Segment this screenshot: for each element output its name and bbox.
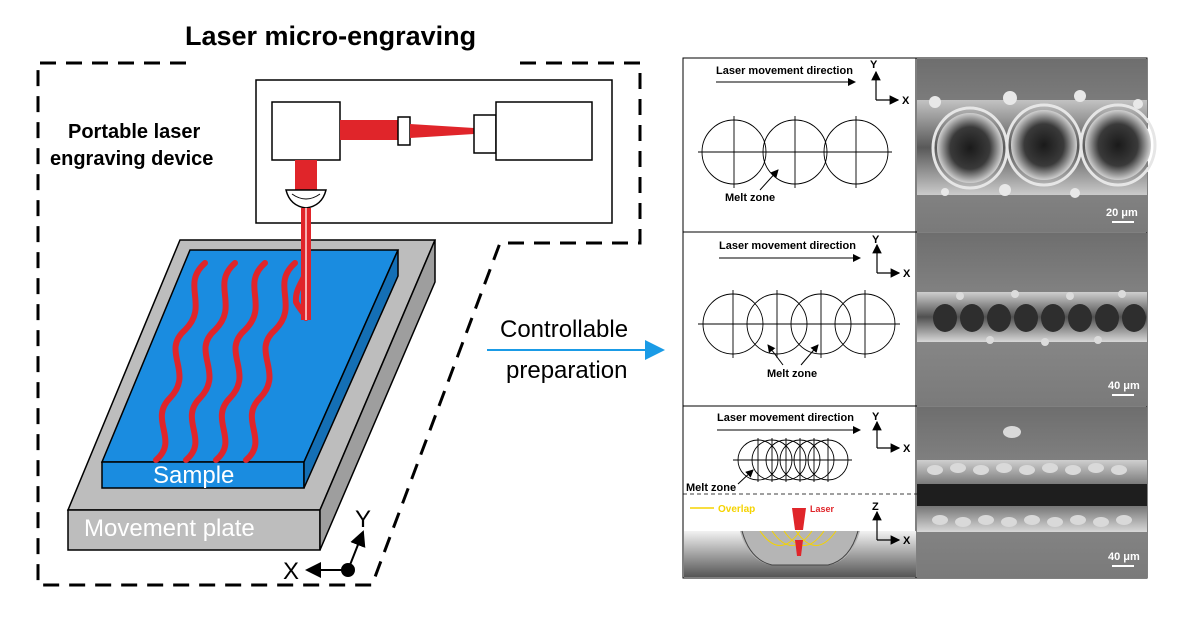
arrow-label-line1: Controllable xyxy=(500,316,628,343)
figure-title: Laser micro-engraving xyxy=(185,21,476,51)
panel-2-scale-label: 40 μm xyxy=(1108,380,1140,392)
plate-label: Movement plate xyxy=(84,515,255,542)
laser-head-box xyxy=(271,101,341,161)
y-axis-label: Y xyxy=(355,506,371,533)
panel-3-sem-image: 40 μm xyxy=(917,407,1147,578)
sample-side xyxy=(303,249,399,489)
panel-3-schematic: Laser movement direction Y X Melt zone xyxy=(683,411,1147,495)
panel-2-schematic: Laser movement direction Y X Melt zone xyxy=(698,234,911,380)
panel-3-direction-label: Laser movement direction xyxy=(717,412,854,424)
panel-3-melt-label: Melt zone xyxy=(686,482,736,494)
device-label-line2: engraving device xyxy=(50,148,213,170)
laser-beam-vertical xyxy=(295,160,317,190)
laser-beam-horizontal-thin xyxy=(410,124,474,138)
laser-source-box xyxy=(495,101,593,161)
x-axis-label: X xyxy=(283,558,299,585)
panel-3-axes-xy: Y X xyxy=(872,411,911,455)
lens-element xyxy=(397,116,411,146)
panel-3-cross-section: Overlap Laser Z X xyxy=(684,501,916,577)
device-label-line1: Portable laser xyxy=(68,121,201,143)
panel-1-sem-image: 20 μm xyxy=(917,59,1157,232)
laser-cone xyxy=(792,508,806,530)
dashed-outline xyxy=(36,61,642,587)
panel-1-axes: Y X xyxy=(870,59,910,107)
overlap-label: Overlap xyxy=(718,504,755,515)
svg-text:Y: Y xyxy=(870,59,878,71)
laser-beam-horizontal-thick xyxy=(340,120,398,140)
movement-plate-side xyxy=(319,239,436,551)
panel-1-schematic: Laser movement direction Y X Melt zone xyxy=(698,59,910,204)
sample-label: Sample xyxy=(153,462,234,489)
panel-1-scale-label: 20 μm xyxy=(1106,207,1138,219)
panel-2-sem-image: 40 μm xyxy=(917,233,1147,406)
svg-text:X: X xyxy=(903,268,911,280)
svg-text:Y: Y xyxy=(872,411,880,423)
panel-1-melt-label: Melt zone xyxy=(725,192,775,204)
panel-3-axes-xz: Z X xyxy=(872,501,911,547)
svg-text:Z: Z xyxy=(872,501,879,513)
laser-label: Laser xyxy=(810,504,835,514)
svg-text:X: X xyxy=(903,535,911,547)
panel-2-melt-label: Melt zone xyxy=(767,368,817,380)
laser-source-connector xyxy=(473,114,497,154)
arrow-label-line2: preparation xyxy=(506,357,627,384)
panel-3-scale-label: 40 μm xyxy=(1108,551,1140,563)
svg-text:X: X xyxy=(902,95,910,107)
panel-2-axes: Y X xyxy=(872,234,911,280)
panel-2-direction-label: Laser movement direction xyxy=(719,240,856,252)
y-axis-arrow xyxy=(347,530,366,571)
svg-text:X: X xyxy=(903,443,911,455)
engraved-tracks xyxy=(153,260,309,463)
panel-1-direction-label: Laser movement direction xyxy=(716,65,853,77)
svg-text:Y: Y xyxy=(872,234,880,246)
